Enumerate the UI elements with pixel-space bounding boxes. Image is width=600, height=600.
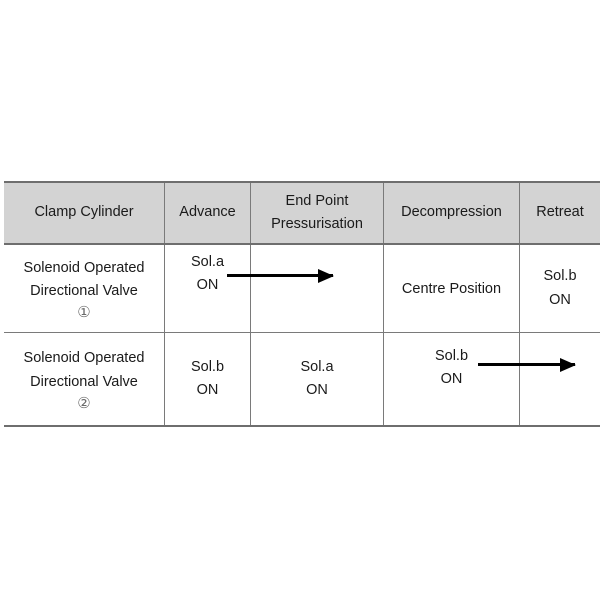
valve-1-decompression-value: Centre Position: [401, 280, 502, 297]
valve-1-line-2: Directional Valve: [30, 283, 138, 299]
header-label-retreat: Retreat: [536, 204, 584, 221]
sequence-table-container: Clamp Cylinder Advance End Point Pressur…: [4, 181, 600, 427]
column-header-decompression: Decompression: [383, 181, 520, 245]
valve-2-end-point-solenoid: Sol.a: [300, 358, 334, 375]
valve-1-label-block: Solenoid Operated Directional Valve ①: [4, 257, 164, 321]
valve-2-advance-block: Sol.b ON: [165, 356, 250, 403]
column-header-clamp-cylinder: Clamp Cylinder: [4, 181, 165, 245]
arrow-right-icon-decompression-to-retreat: [478, 363, 575, 366]
cell-valve-1-decompression: Centre Position: [383, 244, 520, 333]
valve-2-line-2: Directional Valve: [30, 373, 138, 390]
valve-2-decompression-block: Sol.b ON: [384, 333, 519, 425]
cell-valve-2-advance: Sol.b ON: [164, 332, 251, 427]
valve-2-label-block: Solenoid Operated Directional Valve ②: [4, 347, 164, 411]
column-header-end-point-pressurisation: End Point Pressurisation: [250, 181, 384, 245]
valve-1-advance-state: ON: [196, 277, 219, 294]
valve-2-advance-state: ON: [196, 382, 219, 398]
cell-valve-2-name: Solenoid Operated Directional Valve ②: [4, 332, 165, 427]
valve-1-advance-solenoid: Sol.a: [190, 254, 225, 270]
cell-valve-1-end-point-pressurisation: [250, 244, 384, 333]
valve-2-decompression-solenoid: Sol.b: [434, 348, 469, 364]
valve-2-number-circled: ②: [77, 394, 91, 412]
column-header-advance: Advance: [164, 181, 251, 245]
valve-1-retreat-solenoid: Sol.b: [543, 268, 577, 285]
valve-1-retreat-block: Sol.b ON: [520, 265, 600, 312]
valve-2-advance-solenoid: Sol.b: [190, 358, 225, 375]
valve-1-number-circled: ①: [77, 304, 91, 322]
table-header: Clamp Cylinder Advance End Point Pressur…: [4, 181, 600, 245]
cell-valve-2-end-point-pressurisation: Sol.a ON: [250, 332, 384, 427]
cell-valve-1-name: Solenoid Operated Directional Valve ①: [4, 244, 165, 333]
valve-1-advance-block: Sol.a ON: [165, 245, 250, 332]
table-row: Solenoid Operated Directional Valve ② So…: [4, 332, 600, 427]
header-label-end-point-pressurisation: End Point Pressurisation: [251, 190, 383, 237]
header-line-end-point: End Point: [285, 192, 349, 209]
valve-2-decompression-state: ON: [440, 371, 463, 388]
cell-valve-2-decompression: Sol.b ON: [383, 332, 520, 427]
cell-valve-1-retreat: Sol.b ON: [519, 244, 600, 333]
column-header-retreat: Retreat: [519, 181, 600, 245]
arrow-right-icon-advance-to-endpoint: [227, 274, 333, 277]
valve-2-end-point-block: Sol.a ON: [251, 356, 383, 403]
header-line-pressurisation: Pressurisation: [271, 216, 363, 232]
cell-valve-2-retreat: [519, 332, 600, 427]
valve-sequence-table: Clamp Cylinder Advance End Point Pressur…: [4, 181, 600, 427]
valve-2-end-point-state: ON: [306, 382, 328, 398]
header-label-decompression: Decompression: [401, 204, 502, 221]
cell-valve-1-advance: Sol.a ON: [164, 244, 251, 333]
header-label-advance: Advance: [179, 204, 236, 221]
valve-1-line-1: Solenoid Operated: [23, 259, 145, 276]
table-row: Solenoid Operated Directional Valve ① So…: [4, 244, 600, 333]
header-label-clamp-cylinder: Clamp Cylinder: [34, 204, 134, 221]
header-row: Clamp Cylinder Advance End Point Pressur…: [4, 181, 600, 245]
valve-2-line-1: Solenoid Operated: [23, 350, 145, 367]
table-body: Solenoid Operated Directional Valve ① So…: [4, 244, 600, 427]
valve-1-retreat-state: ON: [549, 291, 571, 308]
